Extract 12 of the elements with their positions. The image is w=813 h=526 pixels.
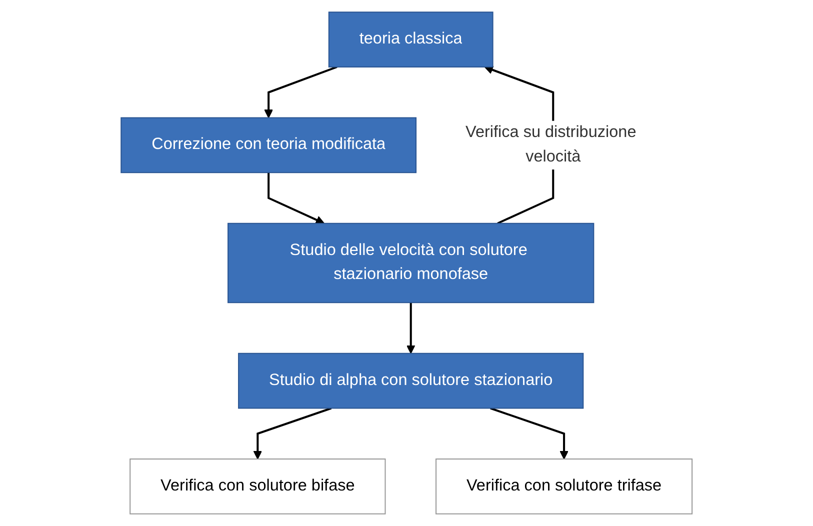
arrow bbox=[267, 172, 324, 224]
arrow bbox=[406, 302, 416, 354]
node-box bbox=[328, 12, 494, 68]
arrow bbox=[490, 407, 568, 460]
node-box bbox=[238, 352, 584, 409]
node-box bbox=[129, 458, 386, 514]
flowchart: Verifica su distribuzione velocità teoria classica Correzione con teoria modificata Studio delle velocità con solutore stazionario monofase Studio di alpha con solutore stazionario Verifica con solutore bifase Verifica con solutore trifase bbox=[112, 4, 700, 522]
arrow bbox=[264, 66, 338, 118]
node-box bbox=[120, 117, 416, 174]
arrow bbox=[253, 407, 332, 460]
node-box bbox=[435, 458, 692, 514]
node-box bbox=[227, 222, 594, 304]
